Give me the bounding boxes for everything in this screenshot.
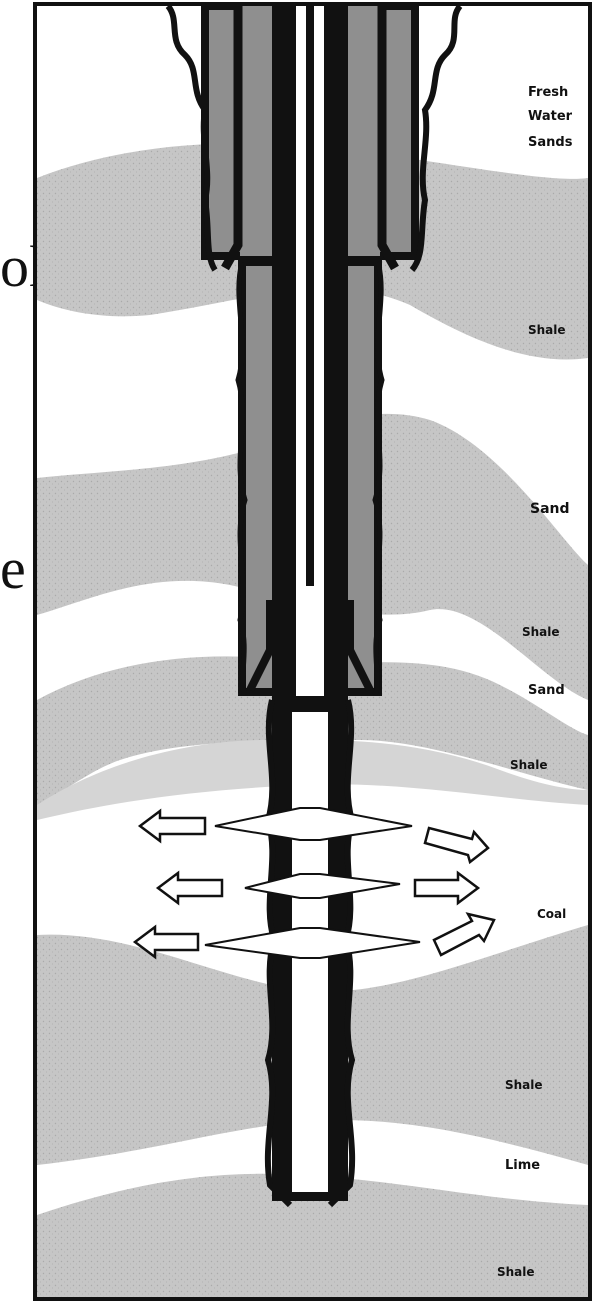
label-shale-2: Shale — [522, 625, 560, 639]
production-casing — [268, 6, 352, 1205]
label-coal: Coal — [537, 907, 566, 921]
label-fresh-water-sands-line-1: Fresh — [528, 85, 568, 100]
label-fresh-water-sands-line-3: Sands — [528, 135, 573, 150]
label-shale-1: Shale — [528, 323, 566, 337]
label-sand-2: Sand — [528, 683, 565, 698]
label-fresh-water-sands-line-2: Water — [528, 109, 573, 124]
label-lime: Lime — [505, 1158, 540, 1173]
label-shale-4: Shale — [505, 1078, 543, 1092]
label-shale-3: Shale — [510, 758, 548, 772]
label-shale-5: Shale — [497, 1265, 535, 1279]
label-sand-1: Sand — [530, 501, 570, 517]
tubing-center-line — [306, 6, 314, 586]
